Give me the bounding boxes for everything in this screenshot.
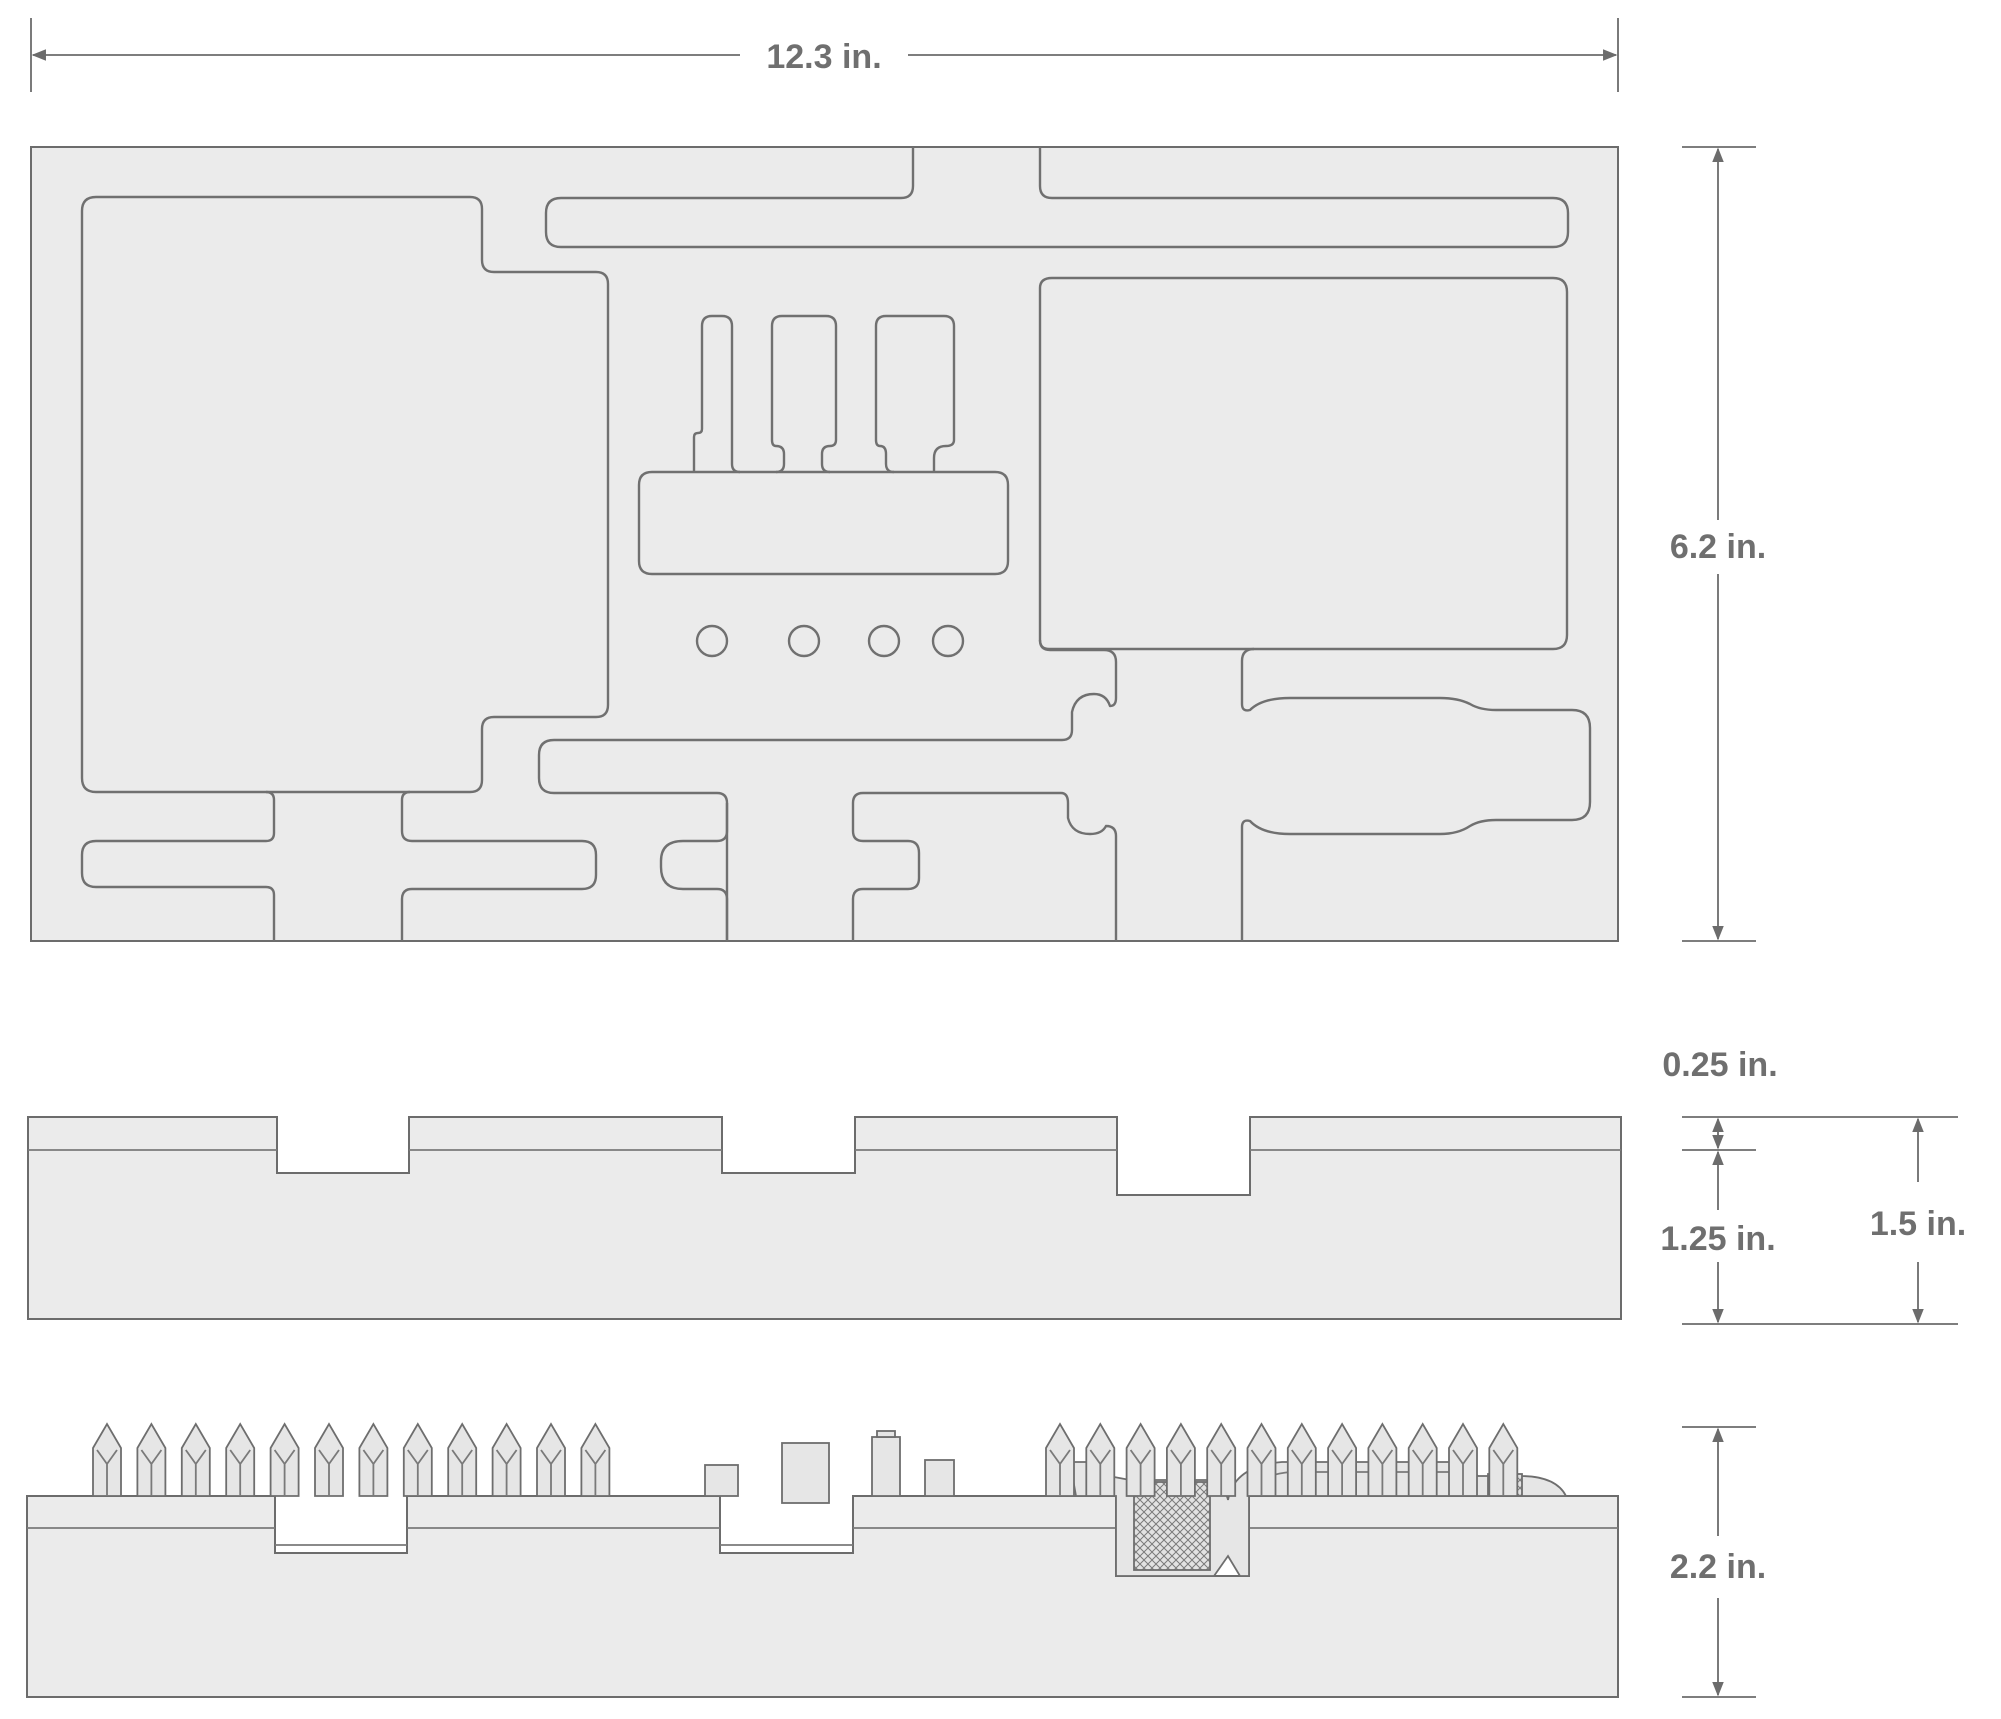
pocket-bottom-mid-c [851,791,1118,941]
filled-view [26,1422,1619,1698]
driver-bit-detail [185,1449,207,1496]
driver-bit [447,1422,478,1497]
driver-bit-detail [1089,1449,1112,1496]
driver-bit [1246,1422,1277,1497]
driver-bit [536,1422,566,1497]
depth-dimension: 6.2 in. [1670,146,1766,942]
driver-bit-detail [1129,1449,1152,1496]
driver-bit-detail [318,1449,340,1496]
driver-bit-detail [584,1449,607,1496]
holder-finger-1 [692,314,741,474]
driver-bit [180,1422,211,1497]
overall-height-label: 2.2 in. [1670,1548,1766,1586]
driver-bit [358,1422,389,1497]
depth-label: 6.2 in. [1670,528,1766,566]
driver-bit-detail [362,1449,385,1496]
pocket-large-right [1038,276,1569,651]
driver-bit [1045,1422,1075,1497]
bit-row-right [1045,1422,1519,1497]
pocket-large-left [80,195,610,794]
hole-1 [695,624,729,658]
top-view [30,146,1619,942]
driver-bit [1166,1422,1196,1497]
driver-bit-detail [1452,1449,1474,1496]
driver-bit [92,1422,122,1497]
driver-bit [1407,1422,1438,1497]
driver-bit [1286,1422,1317,1497]
width-label: 12.3 in. [766,38,881,76]
hole-3 [867,624,901,658]
pocket-bottom-mid-a [400,790,598,941]
pocket-bottom-mid-b [659,803,729,941]
driver-bit [1367,1422,1398,1497]
top-layer-label: 0.25 in. [1662,1046,1777,1084]
driver-bit [1206,1422,1237,1497]
overall-height-dimension: 2.2 in. [1670,1426,1766,1698]
driver-bit-detail [540,1449,562,1496]
driver-bit [1085,1422,1116,1497]
side-section-view [27,1116,1622,1320]
holder-finger-2 [770,314,838,474]
section-profile [27,1116,1622,1320]
driver-bit-detail [273,1449,296,1496]
socket-adapter-4 [924,1459,955,1497]
pocket-top-bar [544,147,1570,249]
driver-bit-detail [1049,1449,1071,1496]
pocket-bottom-left [80,790,276,941]
socket-adapter-2 [781,1442,830,1504]
socket-adapter-3 [871,1436,901,1497]
driver-bit [402,1422,433,1497]
driver-bit-detail [1331,1449,1353,1496]
hole-2 [787,624,821,658]
driver-bit-detail [96,1449,118,1496]
driver-bit-detail [495,1449,518,1496]
driver-bit [1327,1422,1357,1497]
driver-bit-detail [1411,1449,1434,1496]
holder-finger-3 [874,314,956,474]
driver-bit-detail [451,1449,473,1496]
driver-bit-detail [1492,1449,1515,1496]
driver-bit [269,1422,300,1497]
driver-bit [136,1422,167,1497]
driver-bit-detail [1371,1449,1394,1496]
driver-bit [580,1422,611,1497]
pocket-bit-holder [637,470,1010,576]
bit-row-left [92,1422,611,1497]
total-thickness-label: 1.5 in. [1870,1205,1966,1243]
socket-adapter-1 [704,1464,739,1497]
width-dimension: 12.3 in. [30,18,1619,92]
thickness-dimensions: 0.25 in. 1.25 in. 1.5 in. [1660,1046,1966,1325]
filled-profile [26,1495,1619,1698]
driver-bit [491,1422,522,1497]
driver-bit [1125,1422,1156,1497]
driver-bit-detail [1210,1449,1232,1496]
driver-bit-detail [407,1449,429,1496]
driver-bit [225,1422,256,1497]
driver-bit-detail [140,1449,163,1496]
driver-bit-detail [1291,1449,1313,1496]
driver-bit-detail [229,1449,251,1496]
hole-4 [931,624,965,658]
driver-bit [314,1422,344,1497]
pocket-center-channel [537,639,1118,941]
driver-bit-detail [1250,1449,1273,1496]
foam-outline [30,146,1619,942]
base-layer-label: 1.25 in. [1660,1220,1775,1258]
driver-bit-detail [1170,1449,1192,1496]
driver-bit [1448,1422,1478,1497]
pocket-screwdriver [1240,647,1592,941]
socket-adapter-3-tip [876,1430,896,1438]
driver-bit [1488,1422,1519,1497]
